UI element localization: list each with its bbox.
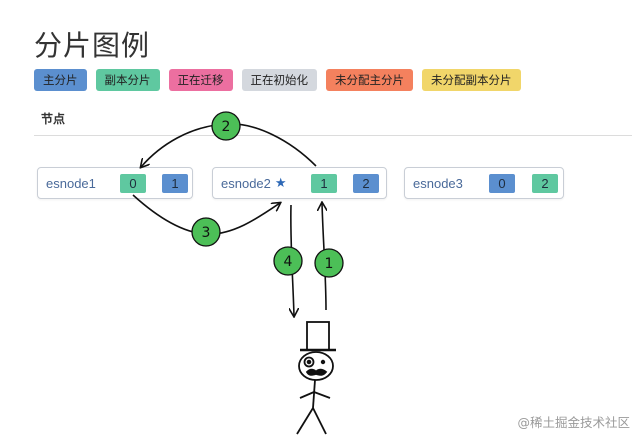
shard-replica-1[interactable]: 1	[311, 174, 337, 193]
node-esnode3[interactable]: esnode3 0 2	[404, 167, 564, 199]
legend-unassigned-replica: 未分配副本分片	[422, 69, 521, 91]
shard-primary-2[interactable]: 2	[353, 174, 379, 193]
node-esnode2[interactable]: esnode2 ★ 1 2	[212, 167, 387, 199]
legend-relocating: 正在迁移	[168, 69, 233, 91]
legend-replica: 副本分片	[95, 69, 160, 91]
step-label-3: 3	[202, 225, 211, 241]
step-label-2: 2	[222, 119, 231, 135]
divider	[34, 135, 632, 136]
star-icon: ★	[274, 175, 287, 190]
shard-legend: 主分片 副本分片 正在迁移 正在初始化 未分配主分片 未分配副本分片	[34, 69, 521, 91]
node-esnode1[interactable]: esnode1 0 1	[37, 167, 193, 199]
node-name[interactable]: esnode2	[221, 175, 271, 191]
watermark: @稀土掘金技术社区	[517, 415, 630, 430]
page-title: 分片图例	[34, 29, 151, 62]
shard-primary-0[interactable]: 0	[489, 174, 515, 193]
step-badge-3: 3	[191, 217, 221, 247]
legend-initializing: 正在初始化	[241, 69, 317, 91]
step-label-1: 1	[325, 256, 334, 272]
shard-replica-2[interactable]: 2	[532, 174, 558, 193]
shard-replica-1[interactable]: 1	[162, 174, 188, 193]
step-badge-1: 1	[314, 248, 344, 278]
legend-unassigned-primary: 未分配主分片	[326, 69, 413, 91]
stick-figure-icon	[296, 321, 336, 435]
legend-primary: 主分片	[34, 69, 87, 91]
node-name[interactable]: esnode1	[46, 175, 96, 191]
step-badge-2: 2	[211, 111, 241, 141]
nodes-section-label: 节点	[41, 112, 66, 126]
step-badge-4: 4	[273, 246, 303, 276]
shard-primary-0[interactable]: 0	[120, 174, 146, 193]
node-name[interactable]: esnode3	[413, 175, 463, 191]
step-label-4: 4	[284, 254, 293, 270]
